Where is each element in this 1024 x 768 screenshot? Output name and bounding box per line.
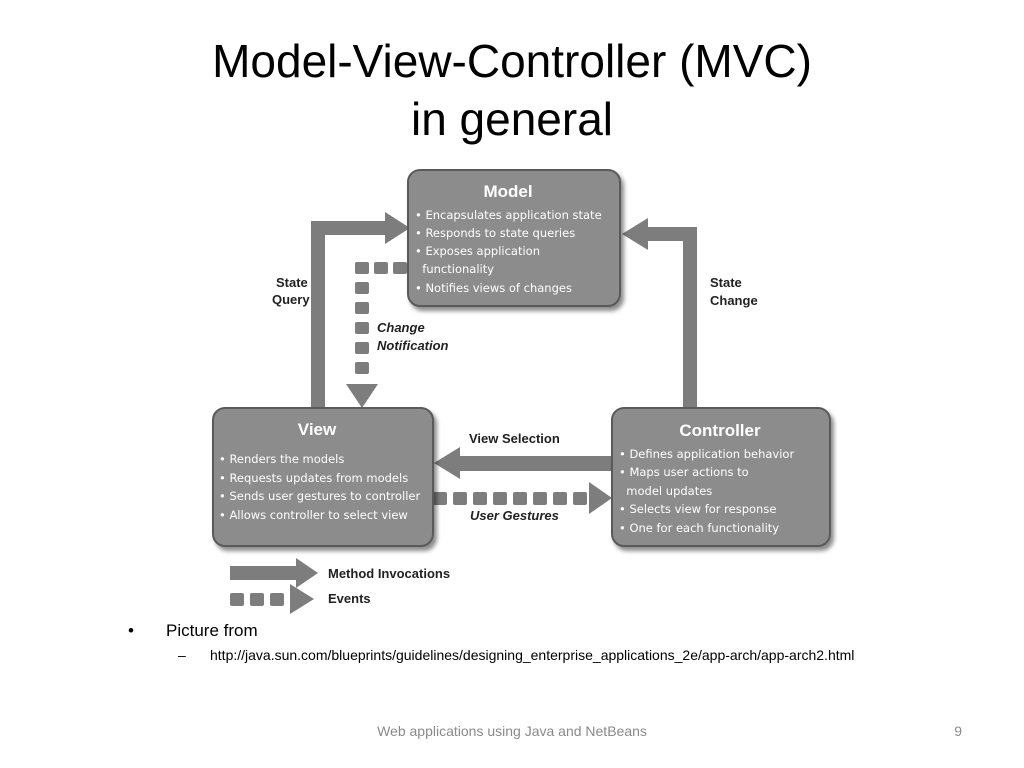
- view-item: • Allows controller to select view: [219, 508, 408, 522]
- controller-box: Controller • Defines application behavio…: [611, 407, 831, 547]
- model-box: Model • Encapsulates application state •…: [407, 169, 621, 307]
- view-item: • Sends user gestures to controller: [219, 489, 420, 503]
- controller-item: model updates: [619, 484, 712, 498]
- user-gestures-label: User Gestures: [470, 508, 559, 523]
- controller-item: • Selects view for response: [619, 502, 776, 516]
- title-line-1: Model-View-Controller (MVC): [212, 35, 812, 87]
- controller-item: • Defines application behavior: [619, 447, 794, 461]
- legend-dashed-arrow: [230, 584, 314, 614]
- legend-solid-arrow: [230, 566, 300, 580]
- state-query-label: State: [276, 275, 308, 290]
- state-change-label: State: [710, 275, 742, 290]
- user-gestures-arrow: [433, 482, 612, 514]
- change-notification-label: Change: [377, 320, 425, 335]
- page-number: 9: [954, 723, 962, 739]
- model-title: Model: [483, 182, 532, 201]
- model-item: functionality: [415, 262, 494, 276]
- change-notification-arrow: [346, 262, 407, 408]
- state-change-arrow: [640, 227, 697, 410]
- state-change-arrowhead: [622, 218, 648, 250]
- title-line-2: in general: [410, 93, 614, 145]
- state-query-arrowhead: [385, 212, 410, 244]
- view-item: • Requests updates from models: [219, 471, 408, 485]
- controller-title: Controller: [679, 421, 761, 440]
- legend-events-label: Events: [328, 591, 371, 606]
- state-query-arrow: [311, 221, 392, 410]
- slide-title: Model-View-Controller (MVC) in general: [0, 32, 1024, 148]
- legend-method-label: Method Invocations: [328, 566, 450, 581]
- bullet-text: Picture from: [166, 621, 258, 640]
- sub-bullet-mark: –: [178, 647, 186, 663]
- model-item: • Notifies views of changes: [415, 281, 572, 295]
- source-url[interactable]: http://java.sun.com/blueprints/guideline…: [210, 647, 855, 663]
- legend: Method Invocations Events: [230, 558, 450, 614]
- bullet-mark: •: [128, 621, 134, 640]
- footer-text: Web applications using Java and NetBeans: [377, 723, 647, 739]
- model-item: • Exposes application: [415, 244, 540, 258]
- controller-item: • Maps user actions to: [619, 465, 749, 479]
- legend-solid-arrowhead: [296, 558, 318, 588]
- state-change-label: Change: [710, 293, 758, 308]
- view-box: View • Renders the models • Requests upd…: [212, 407, 434, 547]
- view-title: View: [298, 420, 337, 439]
- state-query-label: Query: [272, 292, 310, 307]
- view-item: • Renders the models: [219, 452, 344, 466]
- view-selection-arrowhead: [434, 447, 460, 479]
- change-notification-label: Notification: [377, 338, 449, 353]
- model-item: • Responds to state queries: [415, 226, 575, 240]
- model-item: • Encapsulates application state: [415, 208, 602, 222]
- controller-item: • One for each functionality: [619, 521, 779, 535]
- view-selection-label: View Selection: [469, 431, 560, 446]
- view-selection-arrow: [455, 456, 613, 471]
